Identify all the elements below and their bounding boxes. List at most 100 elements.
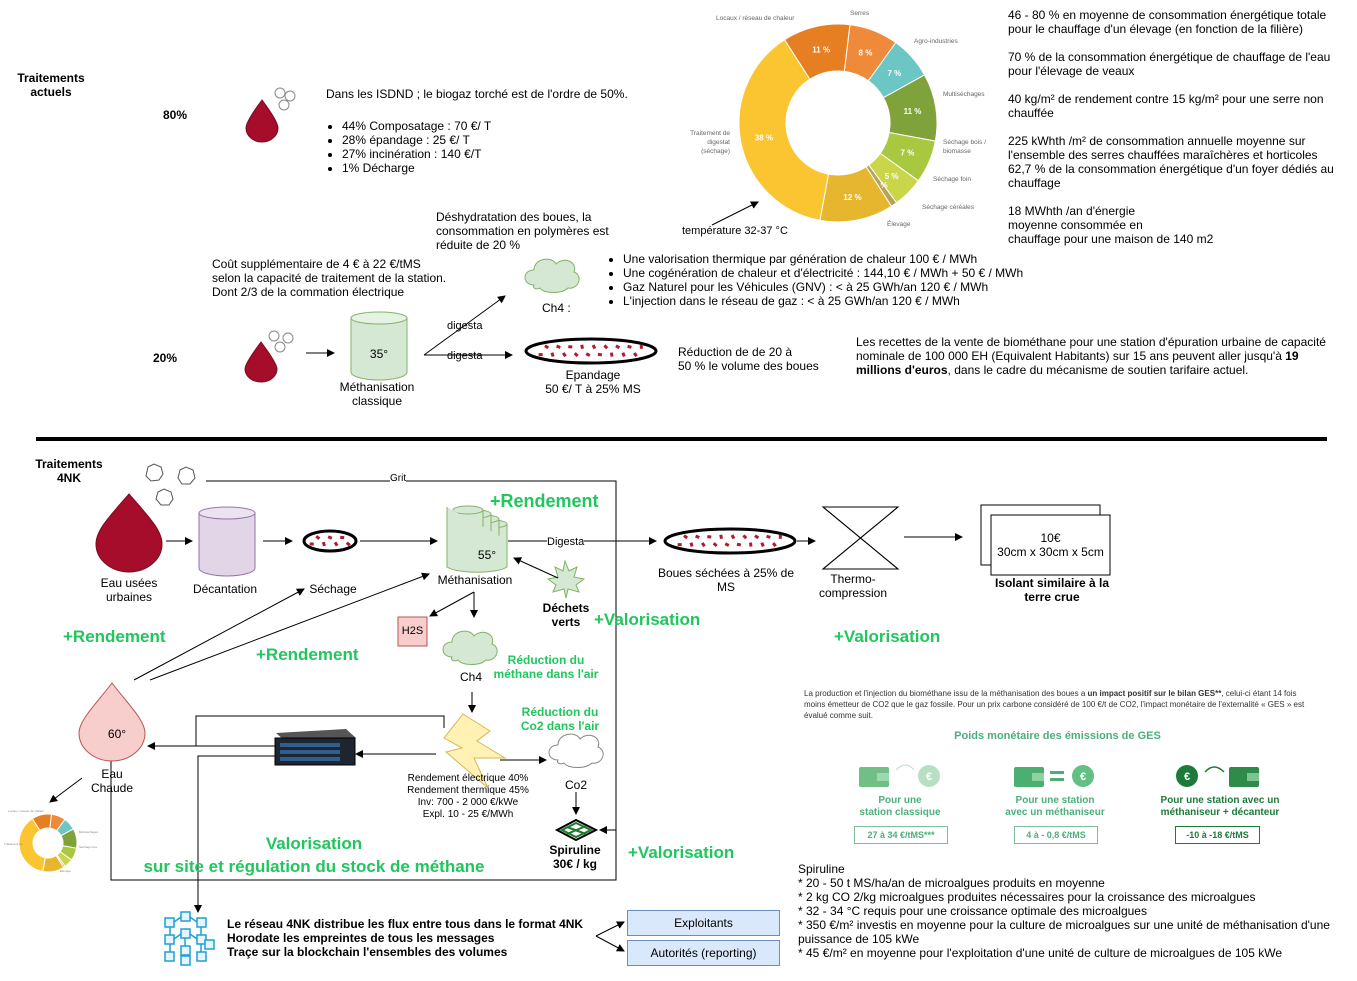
wallet-icon: € [859, 764, 940, 787]
mini-donut-category-label: Traitement de [4, 842, 23, 846]
sludge-particle [610, 352, 614, 357]
digester-classic [350, 311, 408, 381]
insulation-label: Isolant similaire à la terre crue [994, 576, 1110, 604]
methanisation-label: Méthanisation [437, 573, 513, 587]
cloud-icon [524, 258, 580, 293]
sludge-particle [633, 352, 638, 358]
sludge-particle [627, 344, 632, 349]
cloud-icon [548, 733, 604, 768]
wallet-icon: € [1014, 765, 1094, 787]
spiruline-label: Spiruline 30€ / kg [549, 843, 601, 871]
co2-reduction-label: Réduction du Co2 dans l'air [520, 705, 600, 733]
mini-donut-category-label: Élevage [60, 868, 71, 873]
donut-category-label: Multiséchages [943, 91, 985, 98]
h2s-box [397, 616, 428, 647]
thermo-compression-icon [821, 506, 900, 570]
decantation-tank [198, 506, 256, 577]
sludge-particle [544, 344, 550, 350]
bubbles-icon [145, 463, 196, 506]
dehydration-text: Déshydratation des boues, la consommatio… [436, 210, 609, 252]
sludge-particle [315, 535, 321, 540]
note: 40 kg/m² de rendement contre 15 kg/m² po… [1008, 92, 1324, 120]
biomethane-revenue-text: Les recettes de la vente de biométhane p… [856, 335, 1326, 377]
ges-card-label: Pour une station classique [859, 795, 941, 818]
sludge-particle [683, 534, 689, 540]
green-waste-label: Déchets verts [542, 601, 590, 629]
digesta-label: digesta [447, 350, 483, 362]
mini-donut-category-labels: Locaux / réseau de chaleur Multiséchages… [4, 809, 99, 873]
mini-donut-category-label: Séchage bois [79, 845, 98, 849]
process-border [110, 480, 617, 881]
donut-slice-label: 8 % [859, 49, 873, 58]
donut-slice [783, 23, 851, 80]
isdnd-text: Dans les ISDND ; le biogaz torché est de… [326, 87, 628, 101]
ch4-label: Ch4 [459, 670, 482, 684]
authorities-reporting-box[interactable]: Autorités (reporting) [627, 940, 780, 966]
sludge-particle [760, 542, 765, 548]
sludge-particle [556, 344, 561, 349]
sludge-particle [345, 541, 351, 547]
donut-slice-label: 38 % [755, 134, 773, 143]
sludge-particle [568, 345, 573, 349]
mini-heat-donut-chart [18, 813, 78, 873]
plus-valorisation: +Valorisation [594, 610, 701, 629]
note-title: Spiruline [798, 862, 845, 876]
spiruline-icon [554, 818, 599, 842]
sludge-particle [712, 542, 718, 548]
sludge-particle [321, 541, 326, 547]
heat-usage-donut-chart: 8 %7 %11 %7 %5 %1 %12 %38 %11 % [738, 23, 938, 223]
sludge-particle [689, 542, 694, 547]
bubbles-icon [268, 330, 294, 353]
note-line: * 32 - 34 °C requis pour une croissance … [798, 904, 1147, 918]
sludge-particle [724, 542, 730, 547]
network-description: Le réseau 4NK distribue les flux entre t… [227, 917, 584, 959]
sludge-particle [677, 543, 682, 547]
note: 18 MWhth /an d'énergie moyenne consommée… [1008, 204, 1214, 246]
insulation-price: 10€ 30cm x 30cm x 5cm [997, 531, 1104, 559]
isdnd-list: 44% Composatage : 70 €/ T 28% épandage :… [326, 119, 582, 175]
donut-category-label: Séchage bois / [943, 139, 986, 146]
ges-title: Poids monétaire des émissions de GES [954, 730, 1161, 742]
sludge-particle [580, 344, 584, 350]
exploitants-box[interactable]: Exploitants [627, 910, 780, 936]
donut-category-label: Serres [850, 10, 870, 17]
sludge-particle [742, 534, 748, 540]
sludge-particle [772, 542, 777, 548]
donut-slice-label: 12 % [843, 193, 861, 202]
list-item: Une valorisation thermique par génératio… [623, 252, 1053, 266]
donut-slice-label: 7 % [887, 69, 901, 78]
ges-card-label: Pour une station avec un méthaniseur [1005, 795, 1105, 818]
sludge-particle [591, 344, 597, 350]
list-item: 1% Décharge [342, 161, 582, 175]
svg-text:€: € [1080, 771, 1086, 783]
decantation-label: Décantation [192, 582, 258, 596]
sludge-particle [730, 534, 736, 540]
valorisation-list: Une valorisation thermique par génératio… [607, 252, 1053, 308]
sludge-particle [562, 352, 567, 358]
note: 225 kWhth /m² de consommation annuelle m… [1008, 134, 1334, 190]
plus-rendement: +Rendement [490, 491, 599, 511]
h2s-label: H2S [401, 625, 424, 637]
sludge-reduction-text: Réduction de de 20 à 50 % le volume des … [678, 345, 819, 373]
digesta-label: Digesta [547, 536, 585, 549]
donut-category-label: Séchage foin [933, 176, 971, 183]
sludge-particle [550, 352, 555, 357]
wallet-icon: € [1176, 765, 1259, 787]
plus-valorisation: +Valorisation [628, 843, 735, 862]
list-item: 44% Composatage : 70 €/ T [342, 119, 582, 133]
ges-card-label: Pour une station avec un méthaniseur + d… [1160, 795, 1280, 818]
ges-intro: La production et l'injection du biométha… [804, 689, 1305, 720]
sludge-particle [707, 535, 712, 539]
donut-category-label: Locaux / réseau de chaleur [716, 15, 795, 22]
drop-icon [244, 341, 278, 383]
sludge-particle [603, 344, 609, 350]
sludge-particle [701, 542, 706, 548]
sludge-particle [736, 542, 742, 547]
svg-text:€: € [926, 771, 932, 783]
sludge-particle [327, 535, 333, 540]
server-icon [274, 729, 356, 766]
plus-valorisation: +Valorisation [834, 627, 941, 646]
sludge-particle [766, 534, 771, 539]
mini-donut-category-label: Locaux / réseau de chaleur [8, 809, 44, 813]
sludge-particle [749, 542, 753, 547]
